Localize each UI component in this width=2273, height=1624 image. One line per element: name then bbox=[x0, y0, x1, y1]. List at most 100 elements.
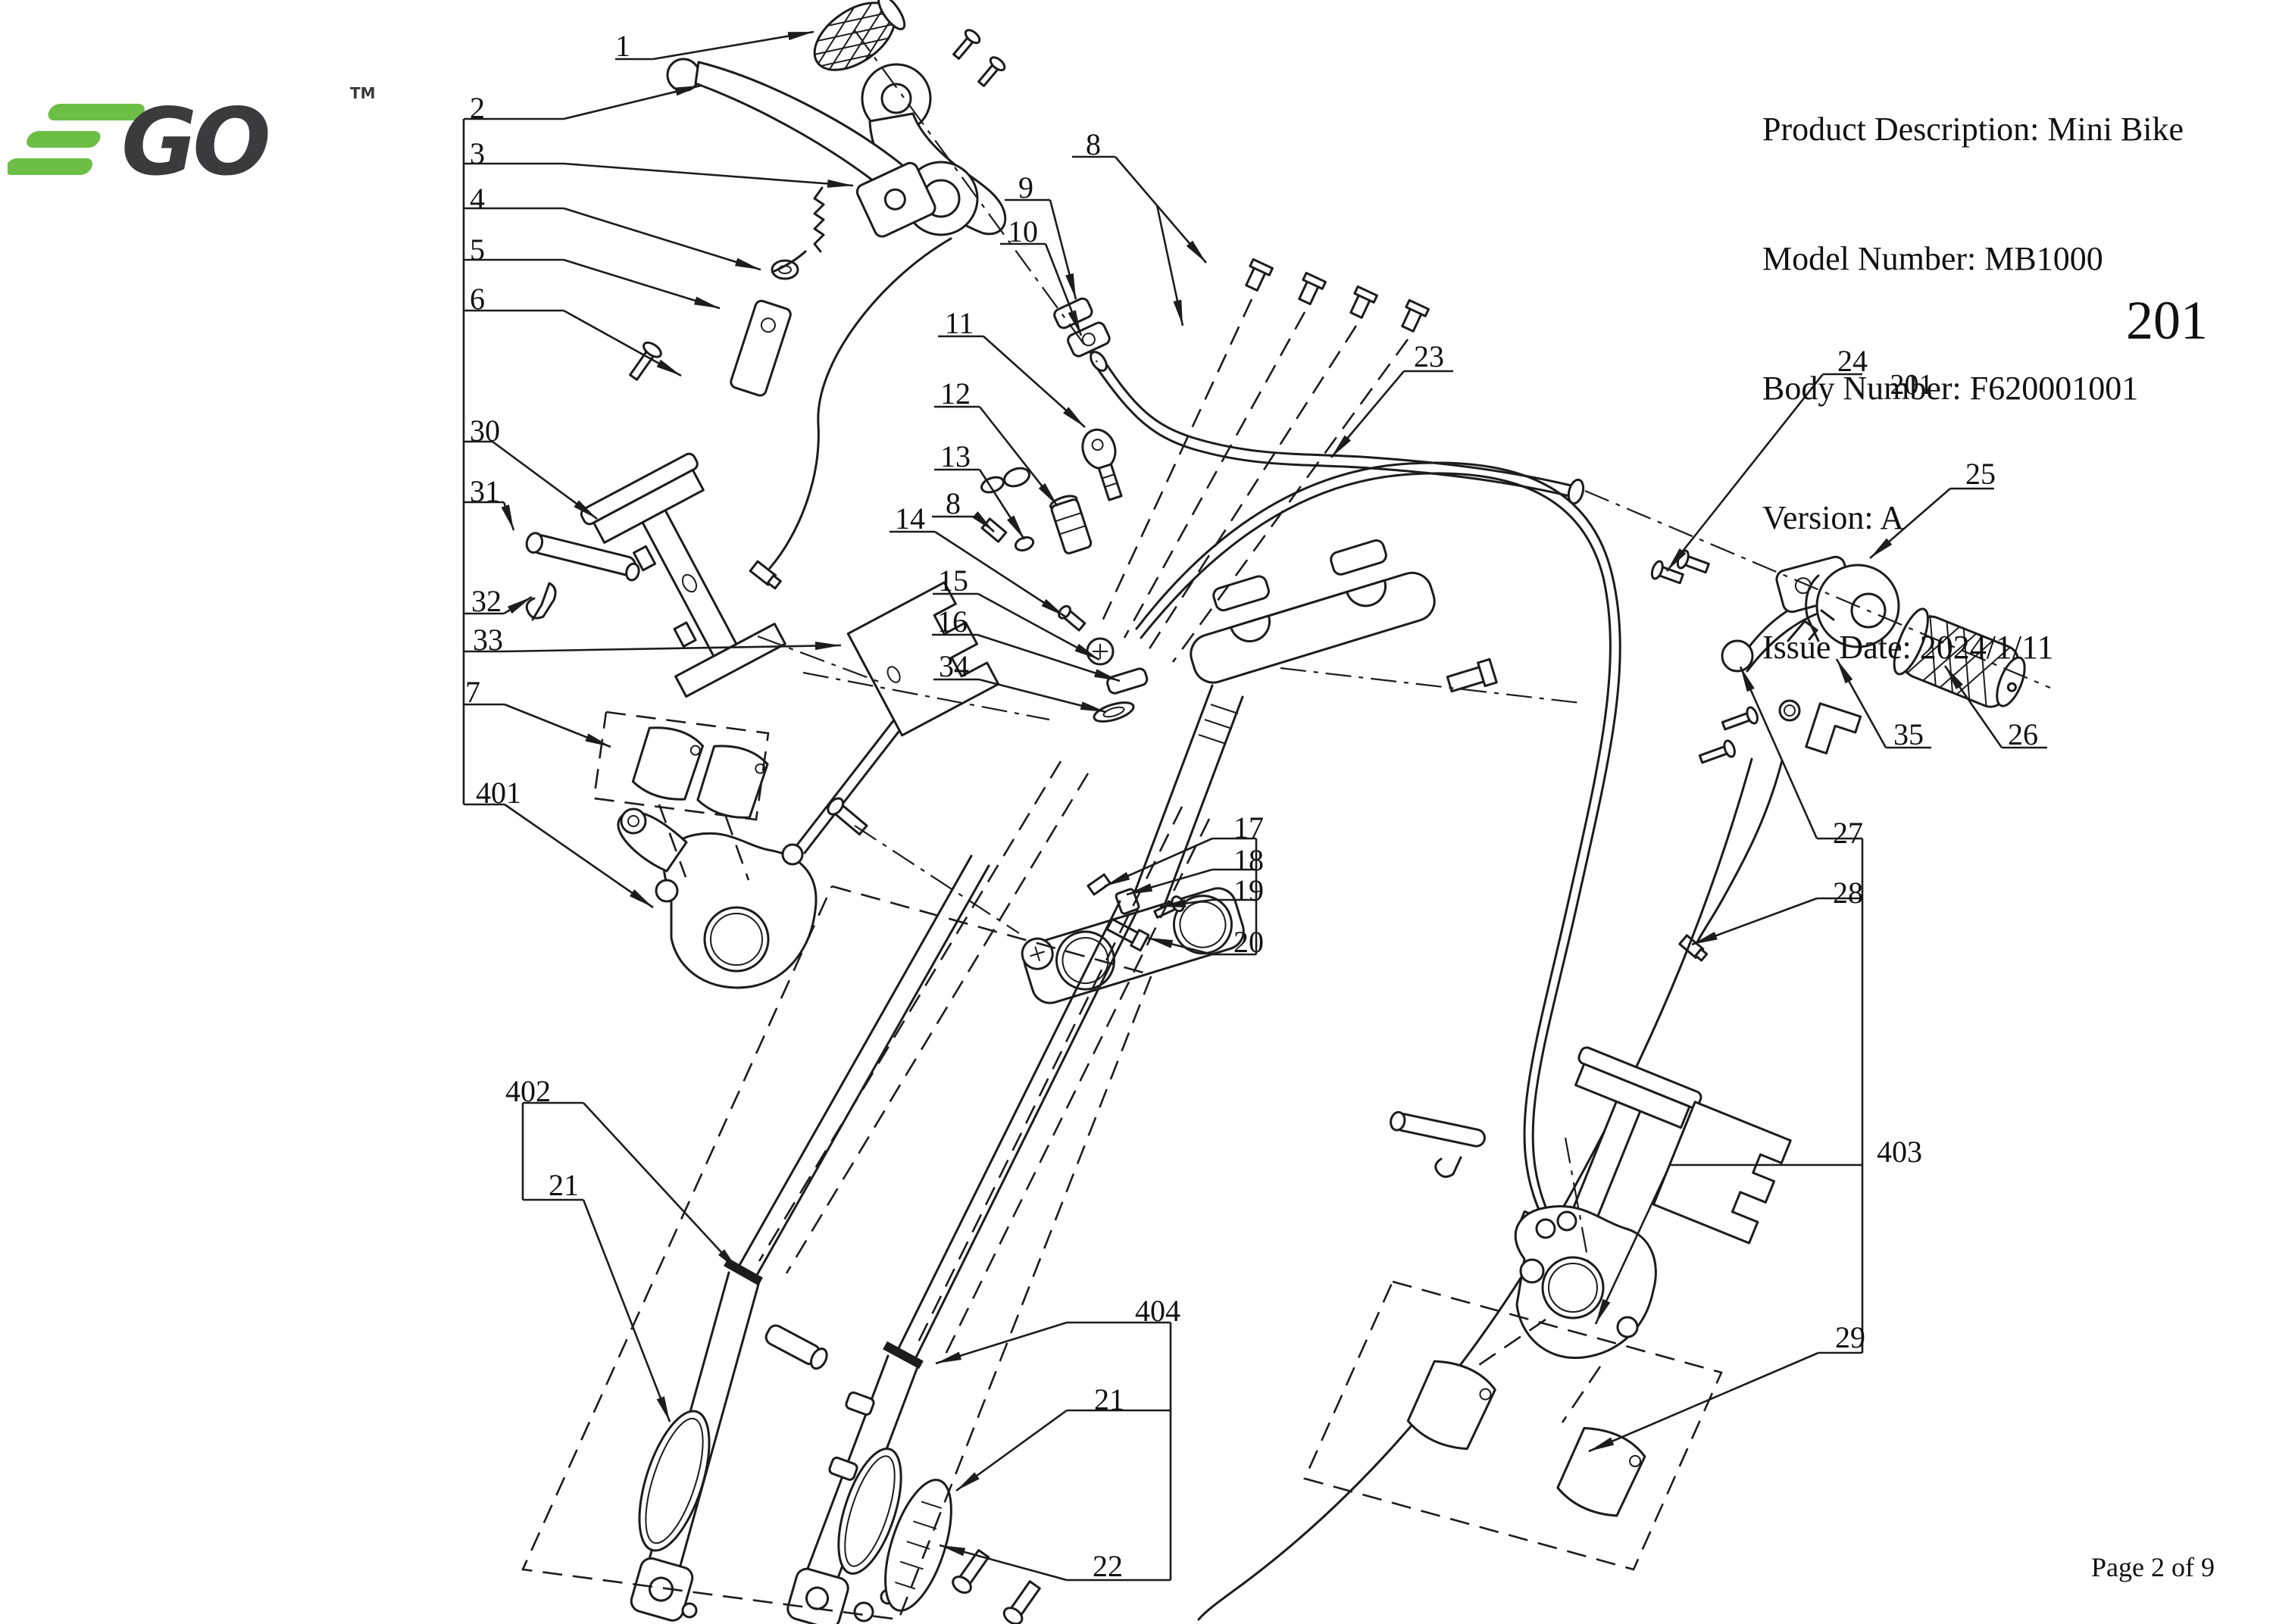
leader-line bbox=[977, 633, 1121, 682]
part-label-17: 17 bbox=[1233, 810, 1264, 845]
leader-line bbox=[978, 406, 1059, 507]
part-label-31: 31 bbox=[470, 474, 500, 508]
leader-line bbox=[1691, 897, 1818, 946]
dashed-outline bbox=[940, 818, 1211, 1363]
product-info-block: Product Description: Mini Bike Model Num… bbox=[1762, 21, 2184, 712]
logo-tm-text: TM bbox=[350, 84, 376, 102]
leader-line bbox=[972, 511, 995, 532]
part-label-4: 4 bbox=[470, 182, 485, 216]
leader-line bbox=[1104, 837, 1213, 888]
dashed-outline bbox=[724, 816, 750, 881]
leader-line bbox=[504, 803, 654, 909]
dashed-outline bbox=[521, 885, 1153, 1621]
part-label-404: 404 bbox=[1135, 1294, 1180, 1328]
ignition-parts-drawing bbox=[980, 428, 1123, 632]
version-line: Version: A bbox=[1762, 499, 1904, 536]
part-label-30: 30 bbox=[470, 414, 500, 448]
dashed-outline bbox=[1171, 339, 1409, 663]
leader-line bbox=[977, 592, 1100, 661]
part-label-34: 34 bbox=[939, 649, 969, 683]
center-axis-line bbox=[757, 635, 880, 683]
dashed-outline bbox=[1099, 298, 1253, 626]
leader-line bbox=[563, 258, 721, 310]
part-label-6: 6 bbox=[470, 282, 485, 316]
leader-line bbox=[1665, 373, 1824, 572]
part-label-403: 403 bbox=[1877, 1135, 1922, 1169]
part-label-2: 2 bbox=[470, 91, 485, 125]
part-label-19: 19 bbox=[1233, 873, 1264, 907]
leader-line bbox=[501, 501, 515, 531]
dashed-outline bbox=[592, 710, 770, 821]
leader-line bbox=[563, 162, 854, 188]
leader-line bbox=[563, 207, 761, 271]
leader-line bbox=[504, 703, 611, 748]
leader-line bbox=[934, 530, 1066, 618]
part-label-25: 25 bbox=[1965, 457, 1996, 491]
part-label-8: 8 bbox=[1086, 127, 1101, 161]
leader-line bbox=[582, 1199, 671, 1423]
fork-legs-drawing bbox=[630, 854, 1139, 1624]
leader-line bbox=[1330, 370, 1405, 458]
part-label-35: 35 bbox=[1893, 717, 1924, 751]
center-axis-line bbox=[1564, 1137, 1590, 1261]
center-axis-line bbox=[1584, 489, 2051, 689]
part-label-18: 18 bbox=[1233, 843, 1264, 877]
handlebar-drawing bbox=[1053, 297, 1585, 505]
leader-line bbox=[1835, 658, 1887, 748]
rear-caliper-drawing bbox=[1390, 1046, 1792, 1517]
cable-end-caps-drawing bbox=[1245, 258, 1430, 333]
leader-line bbox=[503, 642, 842, 653]
leader-line bbox=[652, 30, 814, 61]
leader-line bbox=[503, 595, 533, 615]
part-label-23: 23 bbox=[1414, 339, 1444, 373]
part-label-29: 29 bbox=[1835, 1320, 1865, 1354]
leader-line bbox=[1049, 199, 1077, 300]
part-label-7: 7 bbox=[465, 675, 480, 709]
right-cables-drawing bbox=[1197, 757, 1784, 1621]
body-number-line: Body Number: F620001001 bbox=[1762, 370, 2139, 407]
part-label-1: 1 bbox=[615, 29, 630, 63]
center-axis-line bbox=[1280, 667, 1581, 704]
dashed-outline bbox=[758, 760, 1062, 1262]
part-label-14: 14 bbox=[895, 501, 925, 536]
switch-cable-drawing bbox=[749, 237, 952, 590]
leader-line bbox=[1943, 665, 2003, 748]
product-description-line: Product Description: Mini Bike bbox=[1762, 111, 2184, 148]
part-label-22: 22 bbox=[1093, 1549, 1123, 1583]
part-label-9: 9 bbox=[1018, 170, 1033, 205]
part-label-20: 20 bbox=[1233, 925, 1264, 959]
issue-date-line: Issue Date: 2024/1/11 bbox=[1762, 629, 2054, 666]
leader-line bbox=[935, 1321, 1068, 1365]
steering-stem-drawing bbox=[1021, 539, 1498, 1004]
leader-line bbox=[939, 1544, 1068, 1582]
front-pads-drawing bbox=[631, 726, 769, 819]
dashed-outline bbox=[1147, 325, 1358, 651]
part-label-3: 3 bbox=[470, 136, 485, 170]
part-label-16: 16 bbox=[937, 604, 968, 639]
model-number-line: Model Number: MB1000 bbox=[1762, 240, 2103, 277]
leader-line bbox=[583, 1102, 739, 1272]
dashed-outline bbox=[658, 804, 687, 878]
part-label-10: 10 bbox=[1008, 214, 1038, 248]
part-label-24: 24 bbox=[1837, 344, 1868, 378]
dashed-outline bbox=[1478, 1318, 1546, 1366]
leader-line bbox=[1594, 1164, 1671, 1325]
leader-line bbox=[563, 309, 682, 377]
part-label-33: 33 bbox=[473, 623, 503, 657]
left-clamp-drawing bbox=[525, 452, 1000, 737]
leader-line bbox=[1126, 868, 1213, 896]
part-label-5: 5 bbox=[470, 233, 485, 267]
part-label-12: 12 bbox=[940, 376, 971, 411]
leader-line bbox=[1869, 488, 1951, 559]
part-label-13: 13 bbox=[940, 439, 971, 473]
dashed-outline bbox=[1561, 1366, 1602, 1423]
leader-line bbox=[1044, 243, 1083, 336]
leader-line bbox=[1739, 666, 1818, 839]
leader-line bbox=[492, 440, 598, 520]
part-label-401: 401 bbox=[476, 776, 521, 810]
dashed-outline bbox=[1303, 1280, 1723, 1571]
center-axis-line bbox=[802, 671, 1050, 721]
logo-e-bar-mid bbox=[27, 131, 101, 148]
